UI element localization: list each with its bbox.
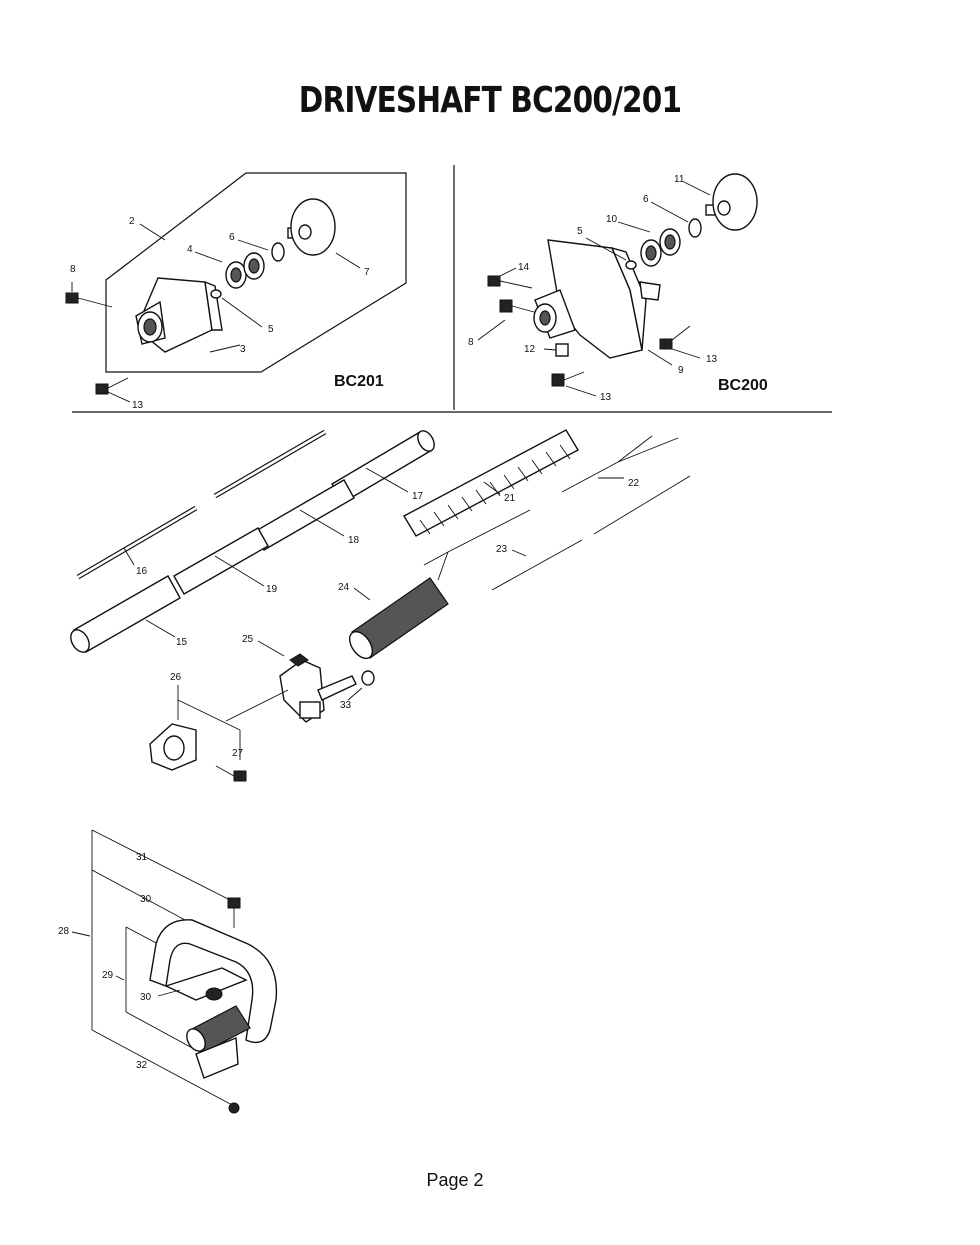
bc200-bolt-13a-part (659, 325, 691, 350)
callout-bc200-11: 11 (674, 174, 685, 185)
callout-26: 26 (170, 672, 182, 683)
callout-bc200-9: 9 (678, 365, 684, 376)
model-label-bc200: BC200 (718, 377, 768, 394)
callout-5: 5 (268, 324, 274, 335)
shaft-and-tube-parts: 17 18 19 16 15 21 22 23 24 25 26 27 33 (70, 429, 691, 782)
page-title: DRIVESHAFT BC200/201 (298, 80, 682, 121)
page-footer: Page 2 (426, 1170, 484, 1190)
gear-housing-part (135, 277, 223, 353)
bolt-8-part (65, 292, 113, 308)
throttle-cable-lower-part (423, 509, 583, 591)
small-ring-part (210, 289, 222, 299)
bc201-gearhead-assembly: 2 3 4 5 6 7 8 13 BC201 (65, 172, 407, 411)
foam-grip-part (348, 577, 449, 660)
callout-32: 32 (136, 1060, 148, 1071)
bearing-pair-part (225, 252, 265, 289)
drive-drum-part (287, 198, 336, 256)
bolt-13-part (95, 377, 129, 395)
spring-liner-part (403, 429, 579, 537)
callout-28: 28 (58, 926, 70, 937)
mount-bracket-part (149, 723, 197, 771)
callout-27: 27 (232, 748, 244, 759)
callout-bc200-14: 14 (518, 262, 530, 273)
callout-2: 2 (129, 216, 135, 227)
callout-22: 22 (628, 478, 640, 489)
callout-18: 18 (348, 535, 360, 546)
bc200-plate-part (555, 343, 569, 357)
callout-29: 29 (102, 970, 114, 981)
callout-6: 6 (229, 232, 235, 243)
drive-shaft-part (76, 429, 327, 580)
bc200-gearhead-assembly: 11 6 10 5 14 8 12 9 13 13 BC200 (468, 173, 768, 403)
bracket-bolt-part (215, 765, 247, 782)
middle-tube-part (253, 479, 355, 551)
handle-grip-part (186, 1005, 251, 1053)
bc200-snap-ring-part (688, 218, 702, 238)
handle-clamp-part (195, 1036, 239, 1079)
bc200-bolt-8-part (499, 299, 535, 313)
bc200-drive-drum-part (705, 173, 758, 231)
callout-bc200-10: 10 (606, 214, 618, 225)
callout-19: 19 (266, 584, 278, 595)
callout-16: 16 (136, 566, 148, 577)
lower-inner-tube-part (173, 527, 269, 595)
snap-ring-part (271, 242, 285, 262)
bc200-housing-part (533, 239, 661, 359)
handle-nut-part (228, 1102, 240, 1114)
callout-bc200-6: 6 (643, 194, 649, 205)
bc200-bearing-pair-part (640, 228, 681, 267)
throttle-cable-upper-part (561, 435, 691, 535)
callout-bc200-5: 5 (577, 226, 583, 237)
bc200-bolt-13b-part (551, 371, 585, 387)
bc201-assembly-frame (105, 172, 407, 373)
callout-3: 3 (240, 344, 246, 355)
throttle-housing-part (279, 653, 357, 723)
callout-17: 17 (412, 491, 424, 502)
handle-bolt-part (227, 897, 241, 928)
lower-tube-part (70, 575, 181, 653)
loop-handle-part (149, 919, 278, 1044)
bc200-small-ring-part (625, 260, 637, 270)
handle-assembly: 31 30 28 29 30 32 (58, 829, 278, 1114)
callout-4: 4 (187, 244, 193, 255)
callout-bc200-8: 8 (468, 337, 474, 348)
callout-21: 21 (504, 493, 516, 504)
callout-24: 24 (338, 582, 350, 593)
callout-23: 23 (496, 544, 508, 555)
callout-bc200-13a: 13 (706, 354, 718, 365)
callout-33: 33 (340, 700, 352, 711)
upper-tube-part (331, 430, 435, 503)
callout-30-bottom: 30 (140, 992, 152, 1003)
callout-7: 7 (364, 267, 370, 278)
cap-part (361, 670, 375, 686)
callout-8: 8 (70, 264, 76, 275)
callout-31: 31 (136, 852, 148, 863)
callout-30-top: 30 (140, 894, 152, 905)
callout-15: 15 (176, 637, 188, 648)
bc200-bolt-14-part (487, 275, 533, 289)
callout-25: 25 (242, 634, 254, 645)
callout-13: 13 (132, 400, 144, 411)
callout-bc200-12: 12 (524, 344, 536, 355)
model-label-bc201: BC201 (334, 373, 384, 390)
callout-bc200-13b: 13 (600, 392, 612, 403)
